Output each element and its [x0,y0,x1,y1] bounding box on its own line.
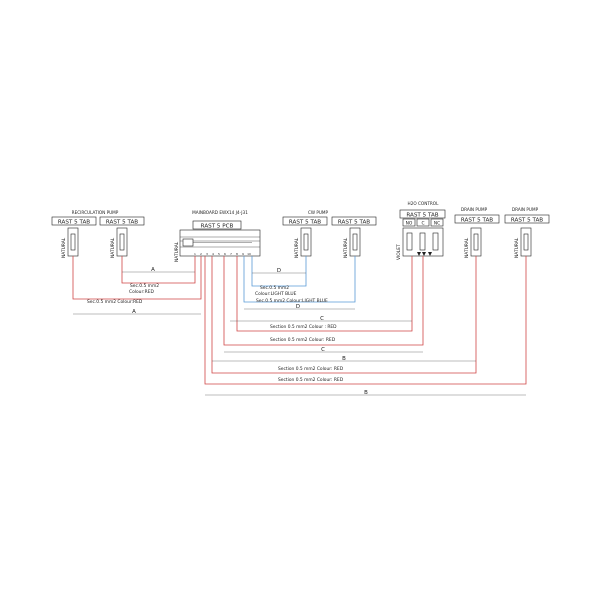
h2o-tab [432,232,439,251]
drain-pump-2: DRAIN PUMP RAST 5 TAB NATURAL [504,207,550,258]
mainboard-pin-label: 9 [242,252,244,256]
cw-left-connector-label: RAST 5 TAB [289,219,321,225]
drain-2-connector-label: RAST 5 TAB [511,217,543,223]
drain-pump-1: DRAIN PUMP RAST 5 TAB NATURAL [454,207,500,258]
mainboard-natural: NATURAL [174,241,180,262]
mainboard-pin-label: 2 [200,252,202,256]
mainboard-pin-label: 1 [194,252,196,256]
wire-a-inner [121,256,196,284]
wire-b-lower [204,256,527,385]
mainboard-pin-label: 10 [247,252,251,256]
cw-pump: CW PUMP RAST 5 TAB NATURAL RAST 5 TAB NA… [282,210,377,258]
cw-left-tab [303,233,309,251]
dim-label-b-lower: B [364,390,368,396]
drain-2-tab [523,233,529,251]
note-b-lower: Section 0.5 mm2 Colour: RED [278,377,344,383]
cw-right-connector-label: RAST 5 TAB [338,219,370,225]
recirculation-left-tab [70,233,76,251]
cw-right-tab [352,233,358,251]
recirculation-right-connector-label: RAST 5 TAB [106,219,138,225]
h2o-tab [419,232,426,251]
recirculation-right-connector [99,216,145,226]
h2o-violet: VIOLET [396,244,402,260]
mainboard-pin-label: 7 [230,252,232,256]
mainboard-pin-label: 8 [236,252,238,256]
mainboard-connector-label: RAST 5 PCB [201,223,234,229]
cw-right-connector [331,216,377,226]
drain-1-connector-label: RAST 5 TAB [461,217,493,223]
h2o-pin-c-box [416,218,430,227]
dim-label-b-upper: B [342,356,346,362]
dim-label-d-inner: D [277,268,281,274]
dimension-lines [73,271,526,396]
cw-pump-title: CW PUMP [308,210,329,215]
dim-label-d-outer: D [296,304,300,310]
recirculation-right-natural: NATURAL [110,237,116,258]
note-a-inner-colour: Colour:RED [129,289,154,295]
mainboard-body [179,229,261,257]
note-d-outer: Sec.0.5 mm2 Colour:LIGHT BLUE [256,298,328,304]
recirculation-pump-title: RECIRCULATION PUMP [72,210,119,215]
wire-c-lower [223,256,424,346]
drain-2-connector [504,214,550,224]
recirculation-left-connector [51,216,97,226]
note-d-inner-colour: Colour:LIGHT BLUE [255,291,297,297]
mainboard-pin-label: 3 [206,252,208,256]
recirculation-pump: RECIRCULATION PUMP RAST 5 TAB NATURAL RA… [51,210,145,258]
note-a-outer: Sec.0.5 mm2 Colour:RED [87,299,143,305]
note-a-inner-section: Sec.0.5 mm2 [130,283,159,289]
mainboard-socket [182,238,194,247]
dim-label-a-outer: A [132,309,136,315]
recirculation-left-natural: NATURAL [61,237,67,258]
mainboard-pin-label: 6 [224,252,226,256]
wire-c-upper [236,256,413,332]
recirculation-right-tab [119,233,125,251]
h2o-pin-marks [417,252,432,256]
mainboard-pin-label: 4 [212,252,214,256]
mainboard-connector [192,220,242,230]
wire-b-upper [211,256,477,374]
h2o-connector-label: RAST 5 TAB [406,212,438,218]
h2o-connector [399,209,446,219]
h2o-pin-nc: NC [434,221,440,227]
cw-right-natural: NATURAL [343,237,349,258]
cw-left-connector [282,216,328,226]
mainboard-title: MAINBOARD EWX14 J4-J31 [192,210,248,215]
h2o-tab [406,232,413,251]
h2o-pin-no: NO [406,221,413,227]
dim-label-c-upper: C [320,316,324,322]
h2o-control-title: H2O CONTROL [408,201,440,206]
dim-label-c-lower: C [321,347,325,353]
drain-1-tab [473,233,479,251]
wire-a-outer [72,256,202,300]
wire-d-outer [243,256,356,303]
drain-1-connector [454,214,500,224]
h2o-pin-no-box [402,218,416,227]
wire-d-inner [251,256,307,287]
note-c-lower: Section 0.5 mm2 Colour: RED [270,337,336,343]
cw-left-natural: NATURAL [294,237,300,258]
drain-1-natural: NATURAL [464,237,470,258]
note-b-upper: Section 0.5 mm2 Colour: RED [278,366,344,372]
note-c-upper: Section 0.5 mm2 Colour : RED [270,324,337,330]
note-d-inner-section: Sec.0.5 mm2 [260,285,289,291]
mainboard-pins: 1 2 3 4 5 6 7 8 9 10 [194,252,251,256]
drain-pump-1-title: DRAIN PUMP [461,207,488,212]
h2o-pin-c: C [421,221,424,227]
mainboard-pin-label: 5 [218,252,220,256]
drain-pump-2-title: DRAIN PUMP [512,207,539,212]
mainboard: MAINBOARD EWX14 J4-J31 RAST 5 PCB NATURA… [174,210,261,262]
h2o-control: H2O CONTROL RAST 5 TAB NO C NC VIOLET [396,201,446,260]
drain-2-natural: NATURAL [514,237,520,258]
dim-label-a-inner: A [151,267,155,273]
h2o-pin-nc-box [430,218,444,227]
recirculation-left-connector-label: RAST 5 TAB [58,219,90,225]
